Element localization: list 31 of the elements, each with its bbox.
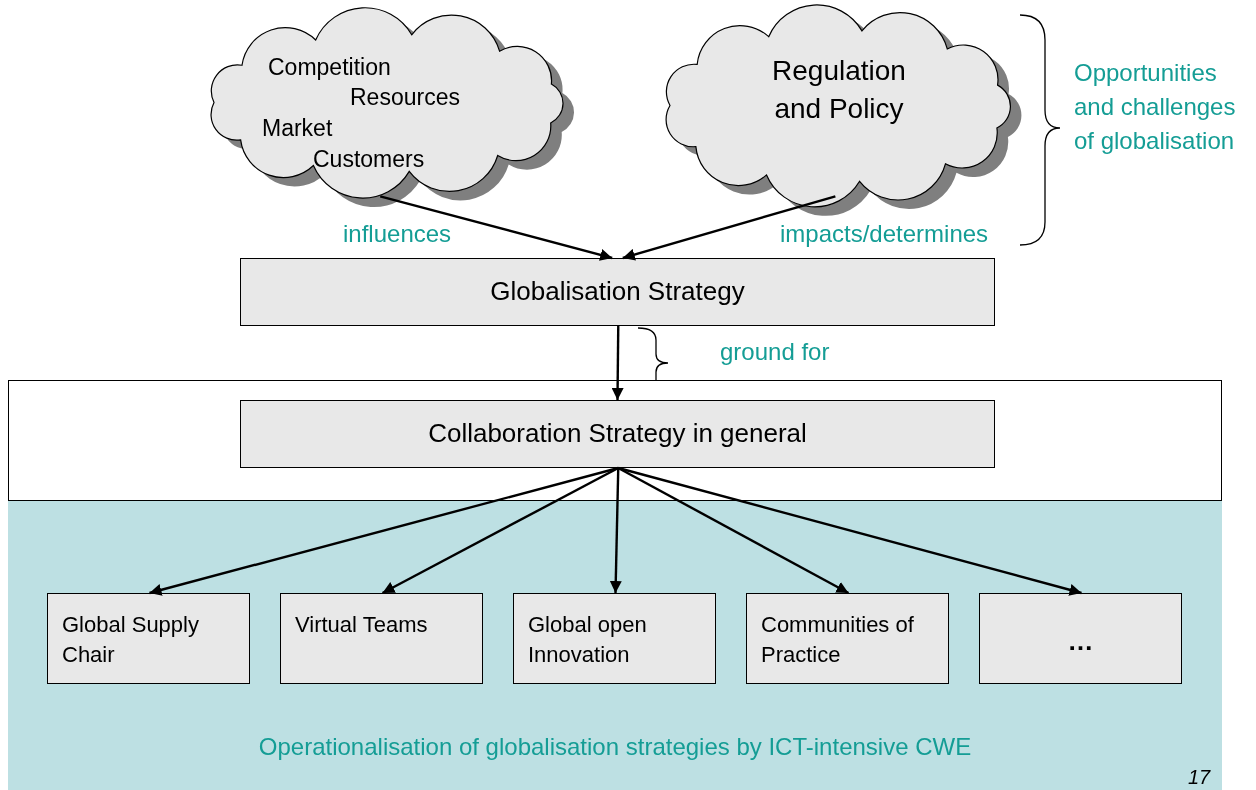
arrow xyxy=(622,195,836,261)
process-box xyxy=(979,593,1182,684)
cloud-label: Customers xyxy=(313,146,425,173)
process-box xyxy=(240,400,995,468)
arrow xyxy=(379,195,613,261)
box-label: Collaboration Strategy in general xyxy=(427,418,808,449)
box-label: Communities of Practice xyxy=(761,611,915,669)
process-box xyxy=(746,593,949,684)
band-panel xyxy=(8,500,1222,790)
box-label: Virtual Teams xyxy=(295,611,429,639)
arrow xyxy=(381,466,619,595)
cloud-label: Regulation and Policy xyxy=(772,54,906,126)
arrow xyxy=(617,466,1082,596)
annotation-text: Opportunities and challenges of globalisation xyxy=(1074,58,1237,156)
box-label: Globalisation Strategy xyxy=(489,276,746,307)
box-label: Global Supply Chair xyxy=(62,611,200,669)
frame-panel xyxy=(8,380,1222,790)
arrow xyxy=(611,326,624,400)
arrow xyxy=(149,466,619,596)
process-box xyxy=(47,593,250,684)
process-box xyxy=(280,593,483,684)
process-box xyxy=(513,593,716,684)
box-label: … xyxy=(1066,626,1095,657)
band-caption: Operationalisation of globalisation strategies by ICT-intensive CWE xyxy=(257,733,973,761)
box-label: Global open Innovation xyxy=(528,611,648,669)
cloud-label: Market xyxy=(262,115,333,142)
cloud-label: Competition xyxy=(268,54,391,81)
process-box xyxy=(240,258,995,326)
page-number: 17 xyxy=(1188,766,1211,788)
cloud-label: Resources xyxy=(350,84,460,111)
arrow xyxy=(609,467,622,594)
